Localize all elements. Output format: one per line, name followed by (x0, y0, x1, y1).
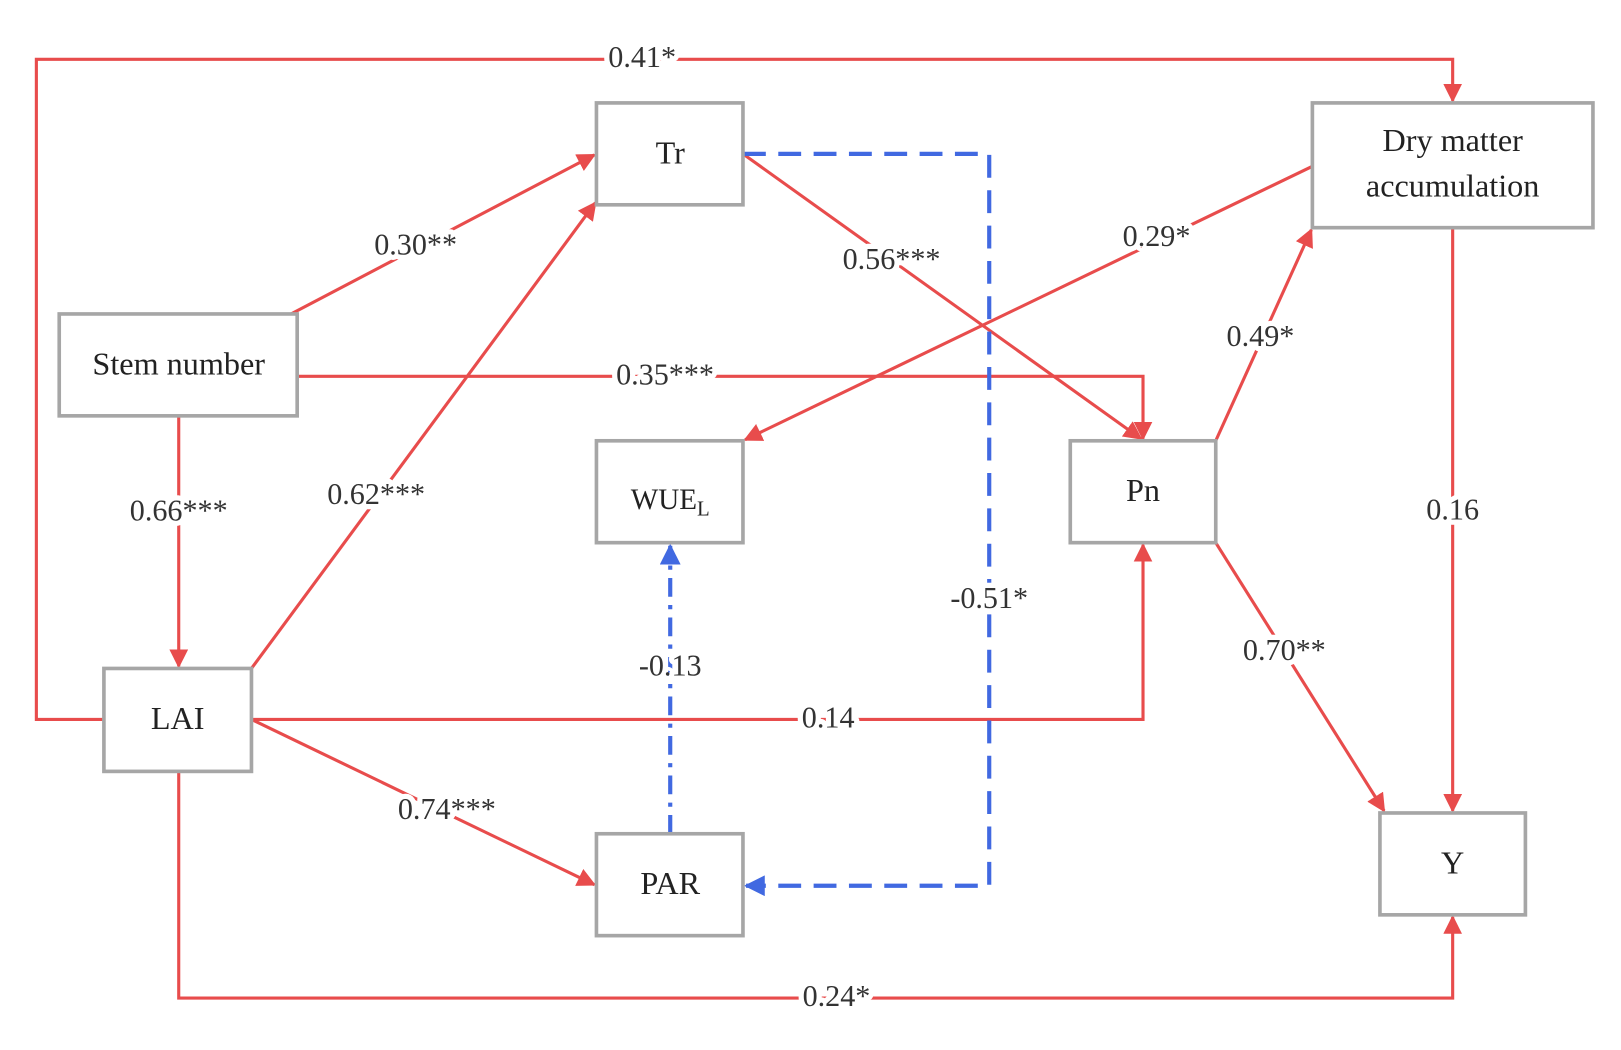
node-label: Stem number (92, 345, 265, 381)
edge-pn-dma (1214, 228, 1313, 442)
edge-label-tr-par: -0.51* (950, 581, 1028, 615)
node-label: Y (1441, 844, 1464, 880)
node-label: accumulation (1366, 168, 1539, 204)
node-label: WUEL (631, 484, 710, 520)
edge-label-dma-wue: 0.29* (1123, 219, 1191, 253)
edge-stem-pn (297, 374, 1153, 441)
edge-label-stem-lai: 0.66*** (130, 493, 228, 527)
node-stem-number: Stem number (57, 312, 300, 418)
edge-label-dma-y: 0.16 (1426, 492, 1479, 526)
node-label: LAI (151, 700, 205, 736)
edge-lai-y (177, 771, 1463, 1000)
node-label: Dry matter (1382, 122, 1523, 158)
node-lai: LAI (102, 666, 254, 774)
node-wuel: WUEL (594, 438, 745, 545)
edge-label-stem-tr: 0.30** (374, 227, 457, 261)
node-label: Pn (1126, 472, 1160, 508)
edge-label-pn-dma: 0.49* (1227, 319, 1295, 353)
edge-label-lai-par: 0.74*** (398, 792, 496, 826)
node-pn: Pn (1068, 438, 1218, 545)
edge-label-par-wue: -0.13 (639, 648, 702, 682)
edge-dma-wue (743, 164, 1314, 442)
edge-label-lai-pn: 0.14 (802, 700, 855, 734)
edge-lai-pn (251, 542, 1153, 721)
edge-lai-tr (250, 201, 597, 670)
edge-label-lai-y: 0.24* (803, 979, 871, 1013)
node-par: PAR (594, 831, 745, 938)
node-label: Tr (656, 134, 686, 170)
edge-tr-pn (742, 152, 1143, 440)
node-label: PAR (640, 865, 700, 901)
edge-lai-dma (34, 57, 1463, 721)
edge-lai-par (250, 718, 597, 887)
edge-pn-y (1214, 541, 1386, 813)
edge-label-lai-dma: 0.41* (608, 40, 676, 74)
edge-label-lai-tr: 0.62*** (327, 477, 425, 511)
node-dry-matter-accumulation: Dry matter accumulation (1310, 101, 1595, 230)
node-tr: Tr (594, 101, 745, 207)
edge-stem-tr (290, 153, 597, 316)
edge-label-stem-pn: 0.35*** (616, 357, 714, 391)
node-y: Y (1378, 811, 1528, 917)
edge-label-tr-pn: 0.56*** (843, 242, 941, 276)
edge-label-pn-y: 0.70** (1243, 633, 1326, 667)
edge-tr-par (742, 151, 992, 897)
